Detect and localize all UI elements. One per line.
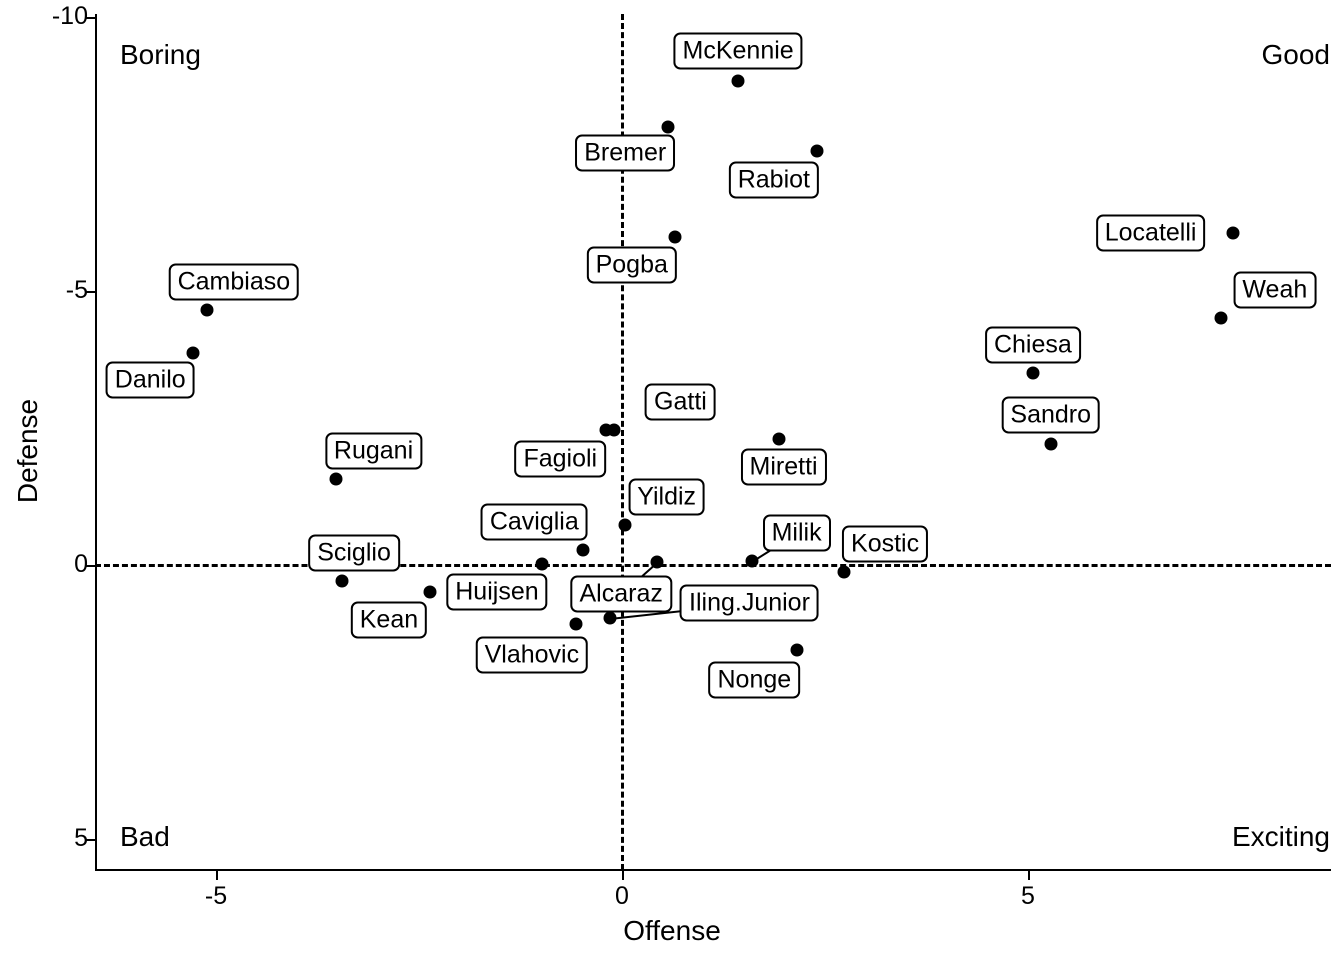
data-point [535,557,549,571]
point-label: Rugani [324,432,423,470]
y-axis-line [95,14,97,871]
point-label: Yildiz [628,478,706,516]
point-label: McKennie [673,32,803,70]
data-point [603,611,617,625]
point-label: Alcaraz [570,575,672,613]
data-point [837,565,851,579]
point-label: Miretti [740,448,827,486]
y-tick-mark [86,839,95,841]
point-label: Pogba [586,246,677,284]
data-point [1026,366,1040,380]
point-label: Nonge [708,661,801,699]
x-tick-label: 5 [1021,882,1035,910]
quadrant-label-boring: Boring [120,39,201,70]
data-point [1226,226,1240,240]
y-tick-label: 0 [74,550,88,578]
point-label: Danilo [105,361,195,399]
data-point [650,555,664,569]
data-point [599,423,613,437]
point-label: Vlahovic [475,636,589,674]
x-tick-mark [216,871,218,880]
point-label: Cambiaso [168,263,300,301]
data-point [745,554,759,568]
vertical-reference-line [621,14,624,870]
y-tick-mark [86,17,95,19]
data-point [790,643,804,657]
data-point [772,432,786,446]
data-point [1214,311,1228,325]
data-point [186,346,200,360]
point-label: Rabiot [728,161,819,199]
point-label: Kostic [842,525,929,563]
quadrant-label-exciting: Exciting [1231,821,1330,852]
y-tick-label: -10 [51,2,88,30]
data-point [569,617,583,631]
data-point [661,120,675,134]
horizontal-reference-line [95,564,1331,567]
point-label: Chiesa [984,326,1081,364]
x-tick-label: -5 [204,882,228,910]
point-label: Fagioli [514,440,607,478]
data-point [200,303,214,317]
point-label: Weah [1233,271,1317,309]
point-label: Sandro [1001,396,1101,434]
y-tick-label: -5 [65,276,88,304]
point-label: Bremer [575,134,676,172]
point-label: Kean [350,601,428,639]
point-label: Huijsen [446,573,548,611]
y-axis-title: Defense [12,398,43,504]
y-tick-label: 5 [74,824,88,852]
data-point [668,230,682,244]
point-label: Sciglio [308,534,400,572]
point-label: Locatelli [1095,214,1206,252]
data-point [731,74,745,88]
data-point [810,144,824,158]
quadrant-label-good: Good [1261,39,1331,70]
x-axis-line [95,869,1331,871]
point-label: Gatti [645,383,716,421]
data-point [576,543,590,557]
data-point [423,585,437,599]
quadrant-label-bad: Bad [120,821,170,852]
data-point [618,518,632,532]
x-axis-title: Offense [623,915,721,946]
plot-panel [95,14,1330,870]
data-point [1044,437,1058,451]
data-point [335,574,349,588]
point-label: Caviglia [480,503,588,541]
x-tick-label: 0 [615,882,629,910]
data-point [329,472,343,486]
y-tick-mark [86,291,95,293]
y-tick-mark [86,565,95,567]
x-tick-mark [622,871,624,880]
point-label: Iling.Junior [680,584,819,622]
point-label: Milik [762,514,831,552]
x-tick-mark [1028,871,1030,880]
